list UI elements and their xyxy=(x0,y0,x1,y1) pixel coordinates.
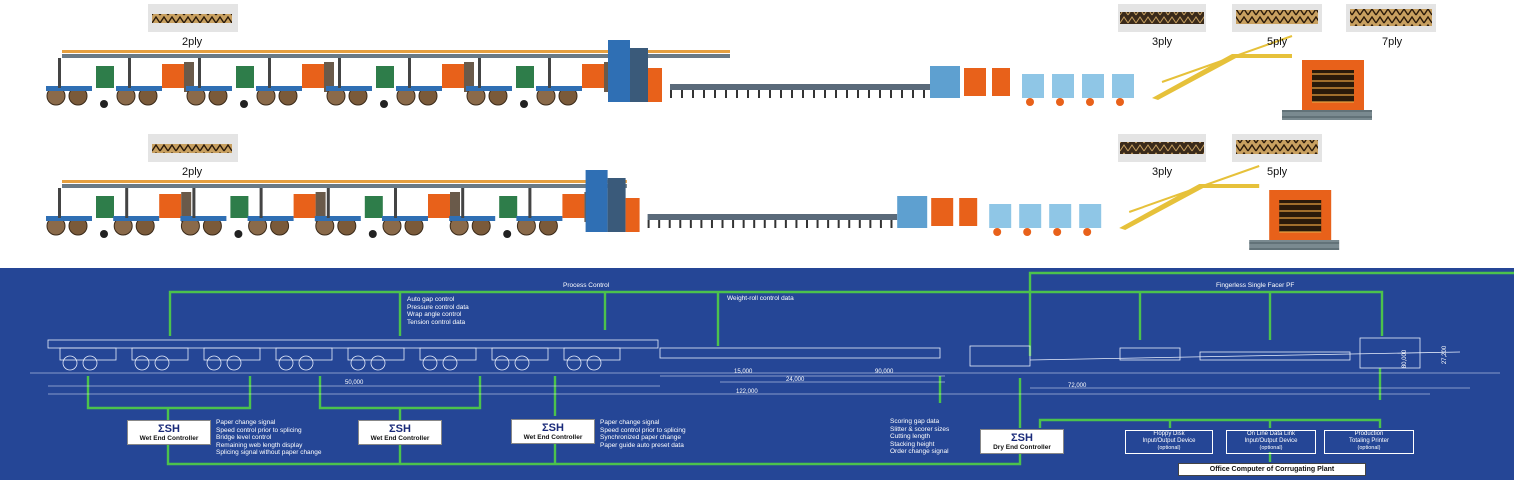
corrugator-line-7ply xyxy=(46,35,1372,120)
ply-label-2ply: 2ply xyxy=(182,166,203,178)
dry-end-signal-list: Scoring gap data Slitter & scorer sizes … xyxy=(890,418,950,455)
dimension-label: 80,000 xyxy=(1402,349,1409,369)
online-data-link-device: On Line Data Link Input/Output Device (o… xyxy=(1226,430,1316,454)
weight-roll-label: Weight-roll control data xyxy=(727,295,794,302)
gap-control-list: Auto gap control Pressure control data W… xyxy=(407,296,469,326)
ply-label-3ply: 3ply xyxy=(1152,36,1173,48)
production-totaling-printer: Production Totaling Printer (optional) xyxy=(1324,430,1414,454)
corrugator-line-5ply xyxy=(46,165,1340,250)
ply-label-7ply: 7ply xyxy=(1382,36,1403,48)
wet-end-signal-list-2: Paper change signal Speed control prior … xyxy=(600,419,686,449)
ply-label-2ply: 2ply xyxy=(182,36,203,48)
dimension-label: 15,000 xyxy=(734,369,753,375)
machine-illustrations: 2ply 3ply 5ply 7ply 2ply 3ply 5ply xyxy=(46,4,1436,250)
dimension-label: 72,000 xyxy=(1068,383,1087,389)
wet-end-controller-1: ΣSH Wet End Controller xyxy=(127,420,211,445)
dimension-label: 27,200 xyxy=(1442,345,1449,365)
process-control-label: Process Control xyxy=(563,282,610,289)
floppy-disk-device: Floppy Disk Input/Output Device (optiona… xyxy=(1125,430,1213,454)
control-lines xyxy=(0,268,1514,480)
wet-end-controller-2: ΣSH Wet End Controller xyxy=(358,420,442,445)
ply-label-5ply: 5ply xyxy=(1267,166,1288,178)
dimension-label: 122,000 xyxy=(736,389,758,395)
dry-end-controller: ΣSH Dry End Controller xyxy=(980,429,1064,454)
wet-end-controller-3: ΣSH Wet End Controller xyxy=(511,419,595,444)
ply-label-5ply: 5ply xyxy=(1267,36,1288,48)
dimension-label: 90,000 xyxy=(875,369,894,375)
wet-end-signal-list-1: Paper change signal Speed control prior … xyxy=(216,419,322,456)
dimension-label: 24,000 xyxy=(786,377,805,383)
office-computer: Office Computer of Corrugating Plant xyxy=(1178,463,1366,476)
dimension-label: 50,000 xyxy=(345,380,364,386)
fingerless-label: Fingerless Single Facer PF xyxy=(1216,282,1295,289)
ply-label-3ply: 3ply xyxy=(1152,166,1173,178)
corrugator-lines-illustration xyxy=(46,4,1436,250)
control-system-diagram: Process Control Fingerless Single Facer … xyxy=(0,268,1514,480)
